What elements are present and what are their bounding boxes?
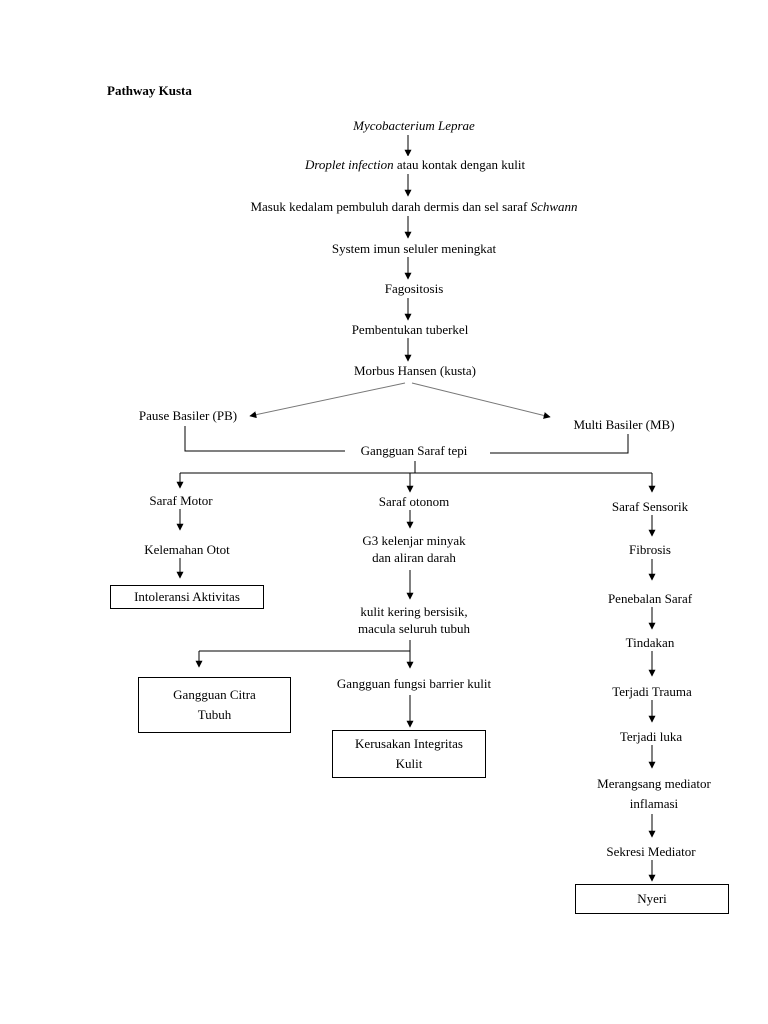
node-masuk-pembuluh: Masuk kedalam pembuluh darah dermis dan … [248, 198, 580, 215]
node-saraf-otonom: Saraf otonom [376, 493, 452, 510]
node-gangguan-saraf-tepi: Gangguan Saraf tepi [358, 442, 470, 459]
line-pb-gangguan [184, 426, 345, 452]
diagram-title: Pathway Kusta [107, 83, 192, 98]
node-fagositosis: Fagositosis [382, 280, 446, 297]
arrow-morbus-pb [249, 382, 406, 419]
arrow-morbus-mb [411, 382, 551, 419]
node-kelemahan-otot: Kelemahan Otot [142, 541, 232, 558]
masuk-plain: Masuk kedalam pembuluh darah dermis dan … [250, 199, 531, 214]
node-multi-basiler: Multi Basiler (MB) [571, 416, 677, 433]
node-penebalan-saraf: Penebalan Saraf [605, 590, 695, 607]
node-fibrosis: Fibrosis [627, 541, 673, 558]
node-system-imun: System imun seluler meningkat [329, 240, 499, 257]
node-saraf-sensorik: Saraf Sensorik [609, 498, 691, 515]
box-nyeri: Nyeri [575, 884, 729, 914]
droplet-italic: Droplet infection [304, 157, 394, 172]
box-intoleransi-aktivitas: Intoleransi Aktivitas [110, 585, 264, 609]
droplet-rest: atau kontak dengan kulit [393, 157, 526, 172]
node-mycobacterium: Mycobacterium Leprae [351, 117, 477, 134]
node-saraf-motor: Saraf Motor [147, 492, 215, 509]
node-pause-basiler: Pause Basiler (PB) [136, 407, 240, 424]
line-mb-gangguan [490, 434, 629, 454]
node-tuberkel: Pembentukan tuberkel [349, 321, 471, 338]
node-terjadi-luka: Terjadi luka [617, 728, 685, 745]
node-kulit-kering: kulit kering bersisik,macula seluruh tub… [356, 603, 472, 637]
node-tindakan: Tindakan [623, 634, 677, 651]
node-sekresi-mediator: Sekresi Mediator [604, 843, 698, 860]
masuk-italic: Schwann [530, 199, 578, 214]
node-terjadi-trauma: Terjadi Trauma [610, 683, 694, 700]
node-morbus-hansen: Morbus Hansen (kusta) [351, 362, 479, 379]
node-barrier-kulit: Gangguan fungsi barrier kulit [334, 675, 494, 692]
node-droplet-infection: Droplet infection atau kontak dengan kul… [302, 156, 528, 173]
